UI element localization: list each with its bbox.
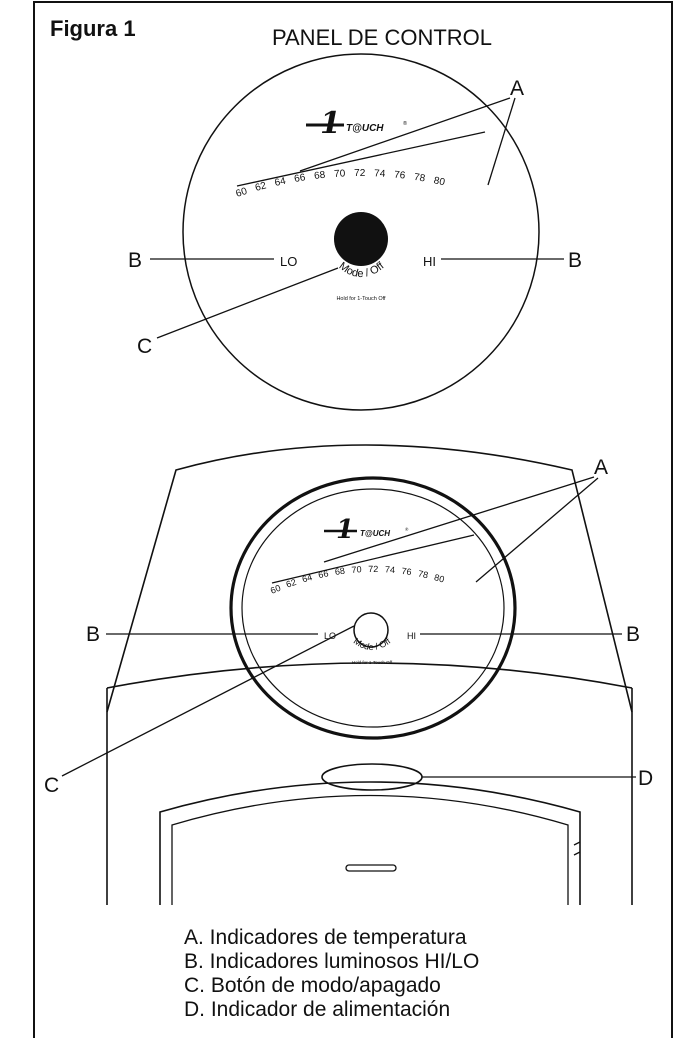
mode-off-button[interactable]	[334, 212, 388, 266]
temperature-indicator: 80	[433, 572, 445, 584]
temperature-indicator: 66	[317, 568, 329, 580]
svg-text:®: ®	[405, 526, 409, 532]
hold-hint: Hold for 1-Touch Off	[336, 296, 386, 302]
callout-c-top: C	[137, 335, 152, 358]
callout-c-bottom: C	[44, 774, 59, 797]
temperature-indicator: 74	[385, 564, 396, 575]
heater-head	[106, 444, 633, 713]
temperature-indicator: 66	[293, 172, 306, 185]
panel-ring-inner	[241, 488, 505, 728]
callout-line-a	[323, 476, 595, 563]
callout-b-left-top: B	[128, 249, 142, 272]
lo-indicator-small[interactable]: LO	[324, 631, 336, 641]
lo-indicator[interactable]: LO	[280, 254, 297, 269]
callout-line-c	[156, 267, 339, 339]
temperature-indicator: 62	[285, 577, 298, 590]
power-indicator	[321, 763, 423, 791]
callout-a-bottom: A	[594, 456, 608, 479]
temperature-indicator: 76	[394, 170, 407, 182]
temperature-indicator: 62	[254, 180, 268, 194]
svg-text:®: ®	[403, 120, 407, 127]
hi-indicator[interactable]: HI	[423, 254, 436, 269]
figure-border	[33, 1, 673, 1038]
temperature-indicator: 76	[401, 566, 412, 577]
figure-title: PANEL DE CONTROL	[272, 25, 492, 50]
temperature-indicator: 68	[314, 170, 327, 182]
panel-ring-outer	[229, 476, 517, 740]
legend-item-a: A. Indicadores de temperatura	[184, 926, 467, 949]
heater-shoulder	[106, 662, 633, 689]
svg-text:T@UCH: T@UCH	[360, 529, 390, 538]
callout-d: D	[638, 767, 653, 790]
legend-item-b: B. Indicadores luminosos HI/LO	[184, 950, 479, 973]
temperature-indicator: 80	[433, 175, 447, 188]
callout-b-right-bottom: B	[626, 623, 640, 646]
temperature-indicator: 60	[235, 186, 249, 200]
temperature-indicator: 64	[301, 572, 313, 584]
temperature-indicator: 70	[351, 564, 362, 575]
temperature-scale-small: 60 62 64 66 68 70 72 74 76 78 80	[269, 564, 446, 596]
temperature-indicator: 78	[417, 568, 429, 580]
temperature-indicator: 60	[269, 583, 282, 596]
callout-b-right-top: B	[568, 249, 582, 272]
figure-label: Figura 1	[50, 16, 136, 41]
temperature-indicator: 78	[413, 172, 426, 185]
legend-item-d: D. Indicador de alimentación	[184, 998, 450, 1021]
mode-off-button-small[interactable]	[353, 612, 389, 648]
panel-closeup: 1 T@UCH ® 60 62 64 66 68 70 72 74 76 78 …	[128, 53, 582, 411]
temperature-scale-line-small	[271, 534, 475, 584]
temperature-indicator: 68	[334, 566, 345, 577]
callout-b-left-bottom: B	[86, 623, 100, 646]
legend: A. Indicadores de temperatura B. Indicad…	[184, 926, 479, 1021]
hold-hint-small: Hold for 1-Touch Off	[352, 660, 393, 665]
hi-indicator-small[interactable]: HI	[407, 631, 416, 641]
temperature-indicator: 74	[374, 168, 386, 180]
temperature-indicator: 70	[334, 168, 346, 180]
svg-text:T@UCH: T@UCH	[346, 123, 384, 134]
panel-circle	[182, 53, 540, 411]
heater-grille	[159, 781, 581, 905]
temperature-scale-line	[236, 131, 486, 187]
temperature-indicator: 64	[274, 176, 288, 189]
temperature-indicator: 72	[368, 564, 378, 574]
callout-line-c	[61, 625, 355, 777]
legend-item-c: C. Botón de modo/apagado	[184, 974, 441, 997]
callout-line-a	[487, 97, 516, 186]
grille-slot	[345, 864, 397, 872]
one-touch-logo: 1 T@UCH ®	[306, 106, 407, 141]
callout-line-a	[299, 97, 511, 172]
mode-off-label: Mode / Off	[337, 260, 388, 281]
callout-line-a	[475, 477, 599, 583]
callout-a-top: A	[510, 77, 524, 100]
temperature-indicator: 72	[354, 168, 366, 179]
heater-illustration: 1 T@UCH ® 60 62 64 66 68 70 72 74 76 78 …	[44, 444, 653, 905]
mode-off-label-small: Mode / Off	[352, 636, 393, 652]
temperature-scale: 60 62 64 66 68 70 72 74 76 78 80	[235, 168, 447, 200]
one-touch-logo-small: 1 T@UCH ®	[324, 515, 409, 545]
